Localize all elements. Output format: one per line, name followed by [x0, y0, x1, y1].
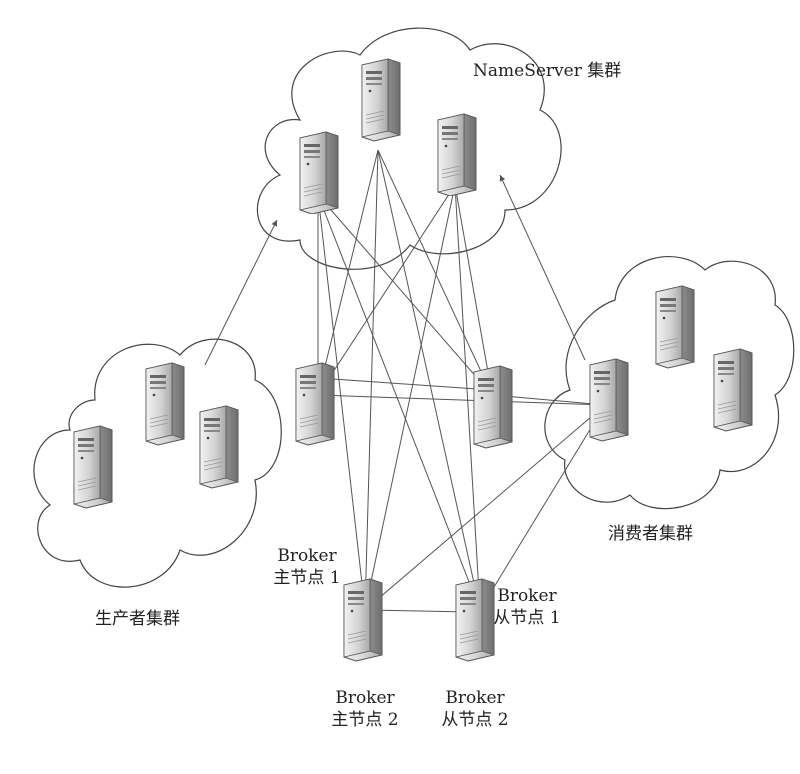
broker-master-1-line1: Broker [277, 546, 337, 566]
consumer-1-server-icon [589, 358, 629, 442]
consumer-3-server-icon [713, 348, 753, 432]
broker-slave-1-server-icon [473, 365, 513, 449]
broker-slave-1-label: Broker 从节点 1 [492, 585, 562, 629]
producer-cluster-label: 生产者集群 [95, 609, 180, 629]
broker-master-2-server-icon [343, 578, 383, 662]
consumer-cloud [544, 256, 795, 510]
broker-slave-2-line2: 从节点 2 [441, 710, 509, 730]
broker-slave-2-line1: Broker [445, 688, 505, 708]
nameserver-3-server-icon [437, 113, 477, 196]
consumer-2-server-icon [655, 285, 695, 369]
producer-3-server-icon [199, 405, 239, 489]
nameserver-cluster-label: NameServer 集群 [473, 61, 622, 81]
broker-slave-1-line1: Broker [497, 586, 557, 606]
broker-master-2-label: Broker 主节点 2 [330, 687, 400, 731]
broker-master-2-line1: Broker [335, 688, 395, 708]
broker-master-1-server-icon [295, 362, 335, 446]
broker-master-1-line2: 主节点 1 [273, 568, 341, 588]
producer-2-server-icon [145, 362, 185, 446]
nameserver-cloud [256, 27, 562, 270]
broker-master-1-label: Broker 主节点 1 [272, 545, 342, 589]
broker-slave-2-label: Broker 从节点 2 [440, 687, 510, 731]
broker-slave-2-server-icon [455, 578, 495, 662]
producer-cloud [33, 338, 282, 588]
broker-slave-1-line2: 从节点 1 [493, 608, 561, 628]
broker-master-2-line2: 主节点 2 [331, 710, 399, 730]
nameserver-2-server-icon [361, 58, 401, 142]
nameserver-1-server-icon [299, 131, 339, 214]
consumer-cluster-label: 消费者集群 [608, 524, 693, 544]
producer-1-server-icon [73, 425, 113, 509]
